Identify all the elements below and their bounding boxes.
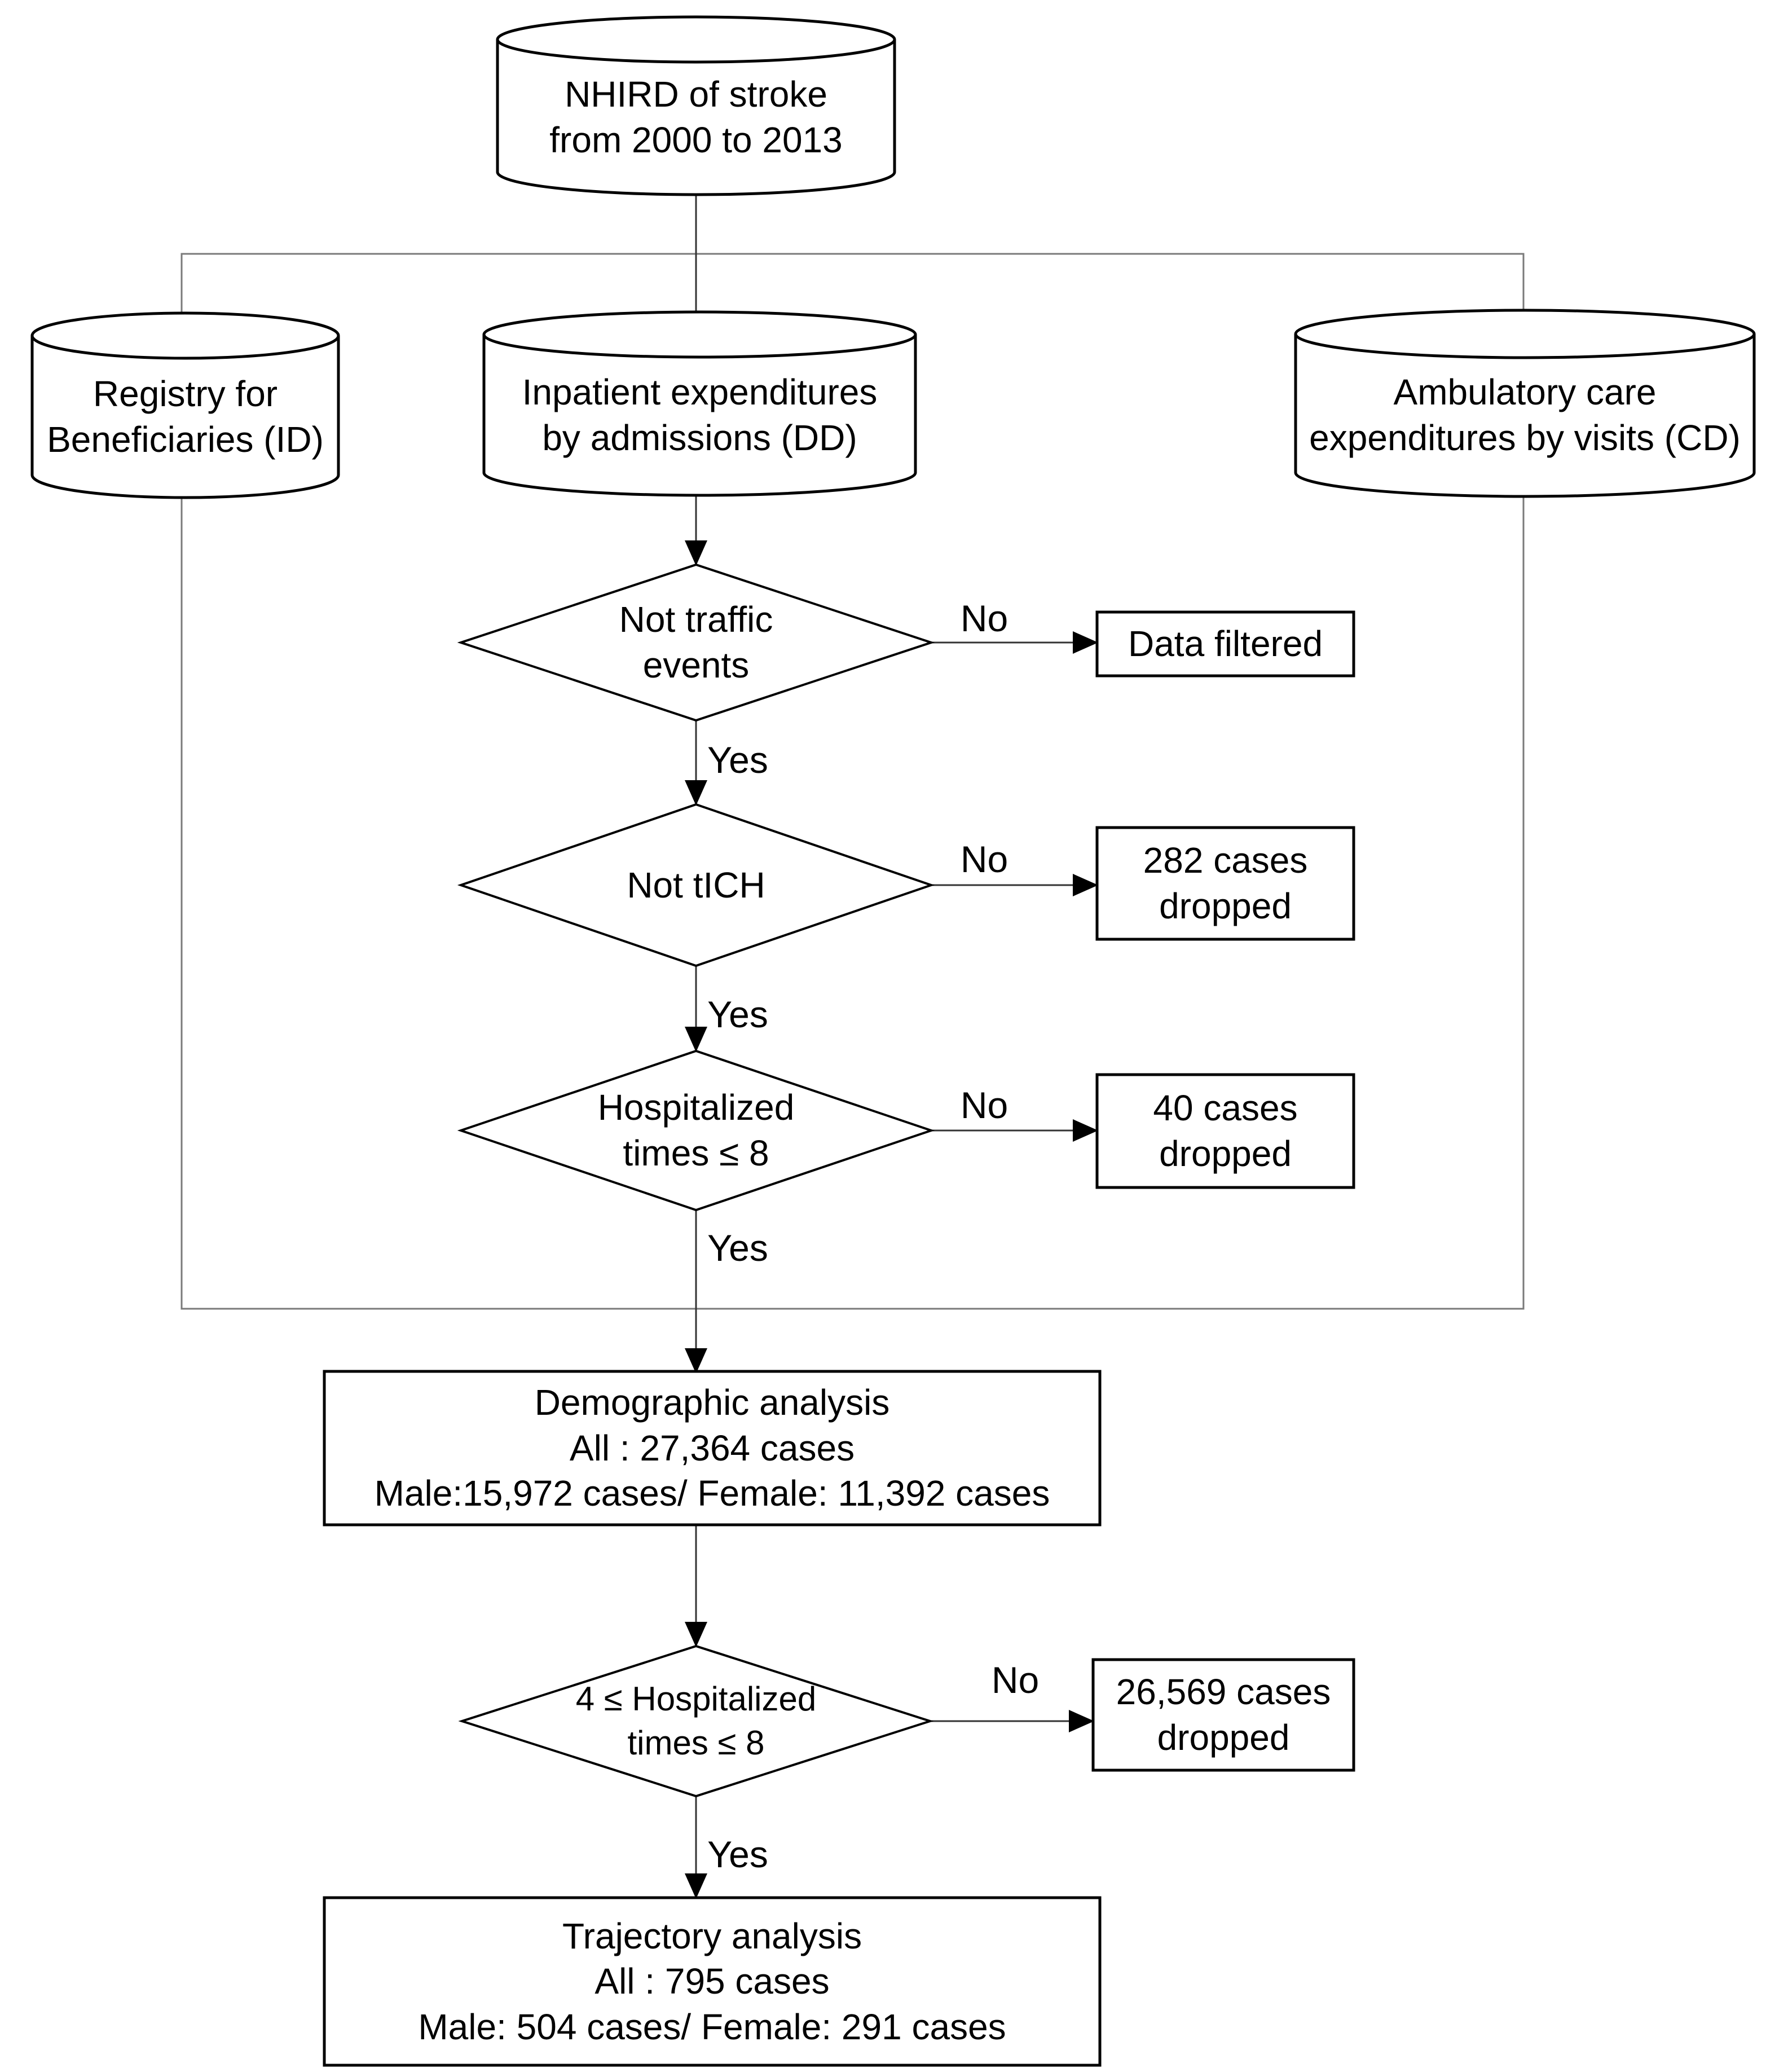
dropped-282-box xyxy=(1095,826,1355,941)
connector-lines xyxy=(695,195,1073,1874)
no-label-d3: No xyxy=(960,1084,1008,1126)
source-group-border xyxy=(180,253,1525,1310)
yes-label-d4: Yes xyxy=(707,1833,768,1875)
arrowhead-into-data-filtered xyxy=(1073,631,1098,654)
no-label-d4: No xyxy=(991,1659,1040,1701)
decision-hosp-4to8-diamond xyxy=(458,1644,934,1798)
inpatient-cylinder-body xyxy=(482,335,917,497)
demographic-line1: Demographic analysis xyxy=(534,1382,890,1423)
data-filtered-label: Data filtered xyxy=(1097,612,1354,676)
inpatient-cylinder-top xyxy=(482,310,917,359)
yes-label-d3: Yes xyxy=(707,1227,768,1269)
decision-diamonds xyxy=(457,563,935,1798)
dropped-26569-box xyxy=(1091,1658,1355,1772)
inpatient-line1: Inpatient expenditures xyxy=(522,371,878,412)
decision-not-traffic-diamond xyxy=(457,563,935,722)
inpatient-label: Inpatient expenditures by admissions (DD… xyxy=(484,335,915,495)
arrowhead-into-trajectory xyxy=(685,1873,707,1899)
dropped-26569-label: 26,569 cases dropped xyxy=(1093,1660,1354,1770)
trajectory-line3: Male: 504 cases/ Female: 291 cases xyxy=(418,2006,1006,2047)
dropped-26569-line2: dropped xyxy=(1157,1717,1290,1758)
process-boxes xyxy=(323,610,1355,2067)
nhird-line2: from 2000 to 2013 xyxy=(549,119,843,160)
dropped-282-label: 282 cases dropped xyxy=(1097,828,1354,939)
data-filtered-line1: Data filtered xyxy=(1128,623,1323,665)
nhird-label: NHIRD of stroke from 2000 to 2013 xyxy=(497,39,895,195)
arrowhead-into-dropped-40 xyxy=(1073,1119,1098,1142)
dropped-40-box xyxy=(1095,1073,1355,1189)
ambulatory-cylinder-body xyxy=(1294,334,1756,498)
ambulatory-label: Ambulatory care expenditures by visits (… xyxy=(1296,334,1754,496)
inpatient-line2: by admissions (DD) xyxy=(542,417,857,458)
hosp-le8-line1: Hospitalized xyxy=(597,1087,795,1128)
dropped-40-label: 40 cases dropped xyxy=(1097,1075,1354,1187)
dropped-282-line2: dropped xyxy=(1159,886,1292,926)
dropped-40-line2: dropped xyxy=(1159,1133,1292,1174)
registry-cylinder-body xyxy=(30,336,340,499)
no-label-d1: No xyxy=(960,597,1008,639)
no-label-d2: No xyxy=(960,838,1008,880)
arrowhead-into-demographic xyxy=(685,1348,707,1374)
ambulatory-line1: Ambulatory care xyxy=(1393,372,1657,413)
database-cylinders xyxy=(30,15,1756,499)
hosp-4to8-line1: 4 ≤ Hospitalized xyxy=(575,1680,817,1718)
decision-hosp-le8-diamond xyxy=(457,1049,935,1212)
not-traffic-line2: events xyxy=(642,645,750,685)
arrowhead-into-dropped-26569 xyxy=(1069,1710,1094,1732)
arrowhead-into-d1 xyxy=(685,540,707,566)
dropped-26569-line1: 26,569 cases xyxy=(1116,1671,1331,1713)
registry-line1: Registry for xyxy=(93,373,278,414)
registry-line2: Beneficiaries (ID) xyxy=(47,419,324,460)
nhird-cylinder-top xyxy=(496,15,896,64)
hosp-4to8-line2: times ≤ 8 xyxy=(627,1724,765,1762)
arrowhead-into-d4 xyxy=(685,1622,707,1647)
yes-label-d2: Yes xyxy=(707,993,768,1035)
yes-label-d1: Yes xyxy=(707,739,768,781)
nhird-cylinder-body xyxy=(496,39,896,196)
registry-label: Registry for Beneficiaries (ID) xyxy=(32,336,338,498)
ambulatory-line2: expenditures by visits (CD) xyxy=(1309,417,1741,458)
decision-hosp-le8-label: Hospitalized times ≤ 8 xyxy=(461,1051,931,1210)
hosp-le8-line2: times ≤ 8 xyxy=(623,1133,769,1173)
demographic-analysis-box xyxy=(323,1370,1102,1526)
demographic-line3: Male:15,972 cases/ Female: 11,392 cases xyxy=(374,1473,1050,1514)
data-filtered-box xyxy=(1095,610,1355,678)
demographic-line2: All : 27,364 cases xyxy=(569,1427,855,1468)
ambulatory-cylinder-top xyxy=(1294,309,1756,359)
trajectory-analysis-label: Trajectory analysis All : 795 cases Male… xyxy=(324,1898,1100,2065)
dropped-40-line1: 40 cases xyxy=(1153,1088,1298,1129)
arrowheads xyxy=(685,540,1098,1899)
trajectory-line1: Trajectory analysis xyxy=(562,1915,862,1956)
arrowhead-into-dropped-282 xyxy=(1073,874,1098,896)
decision-not-tich-label: Not tICH xyxy=(461,804,931,966)
decision-not-traffic-label: Not traffic events xyxy=(461,565,931,720)
not-traffic-line1: Not traffic xyxy=(619,599,773,640)
dropped-282-line1: 282 cases xyxy=(1143,840,1308,881)
trajectory-line2: All : 795 cases xyxy=(594,1961,830,2002)
trajectory-analysis-box xyxy=(323,1896,1102,2067)
registry-cylinder-top xyxy=(30,311,340,360)
nhird-line1: NHIRD of stroke xyxy=(565,73,827,115)
arrowhead-into-d3 xyxy=(685,1027,707,1052)
decision-not-tich-diamond xyxy=(457,803,935,967)
arrowhead-into-d2 xyxy=(685,780,707,806)
demographic-analysis-label: Demographic analysis All : 27,364 cases … xyxy=(324,1371,1100,1525)
decision-hosp-4to8-label: 4 ≤ Hospitalized times ≤ 8 xyxy=(462,1646,930,1796)
not-tich-line1: Not tICH xyxy=(627,864,765,905)
